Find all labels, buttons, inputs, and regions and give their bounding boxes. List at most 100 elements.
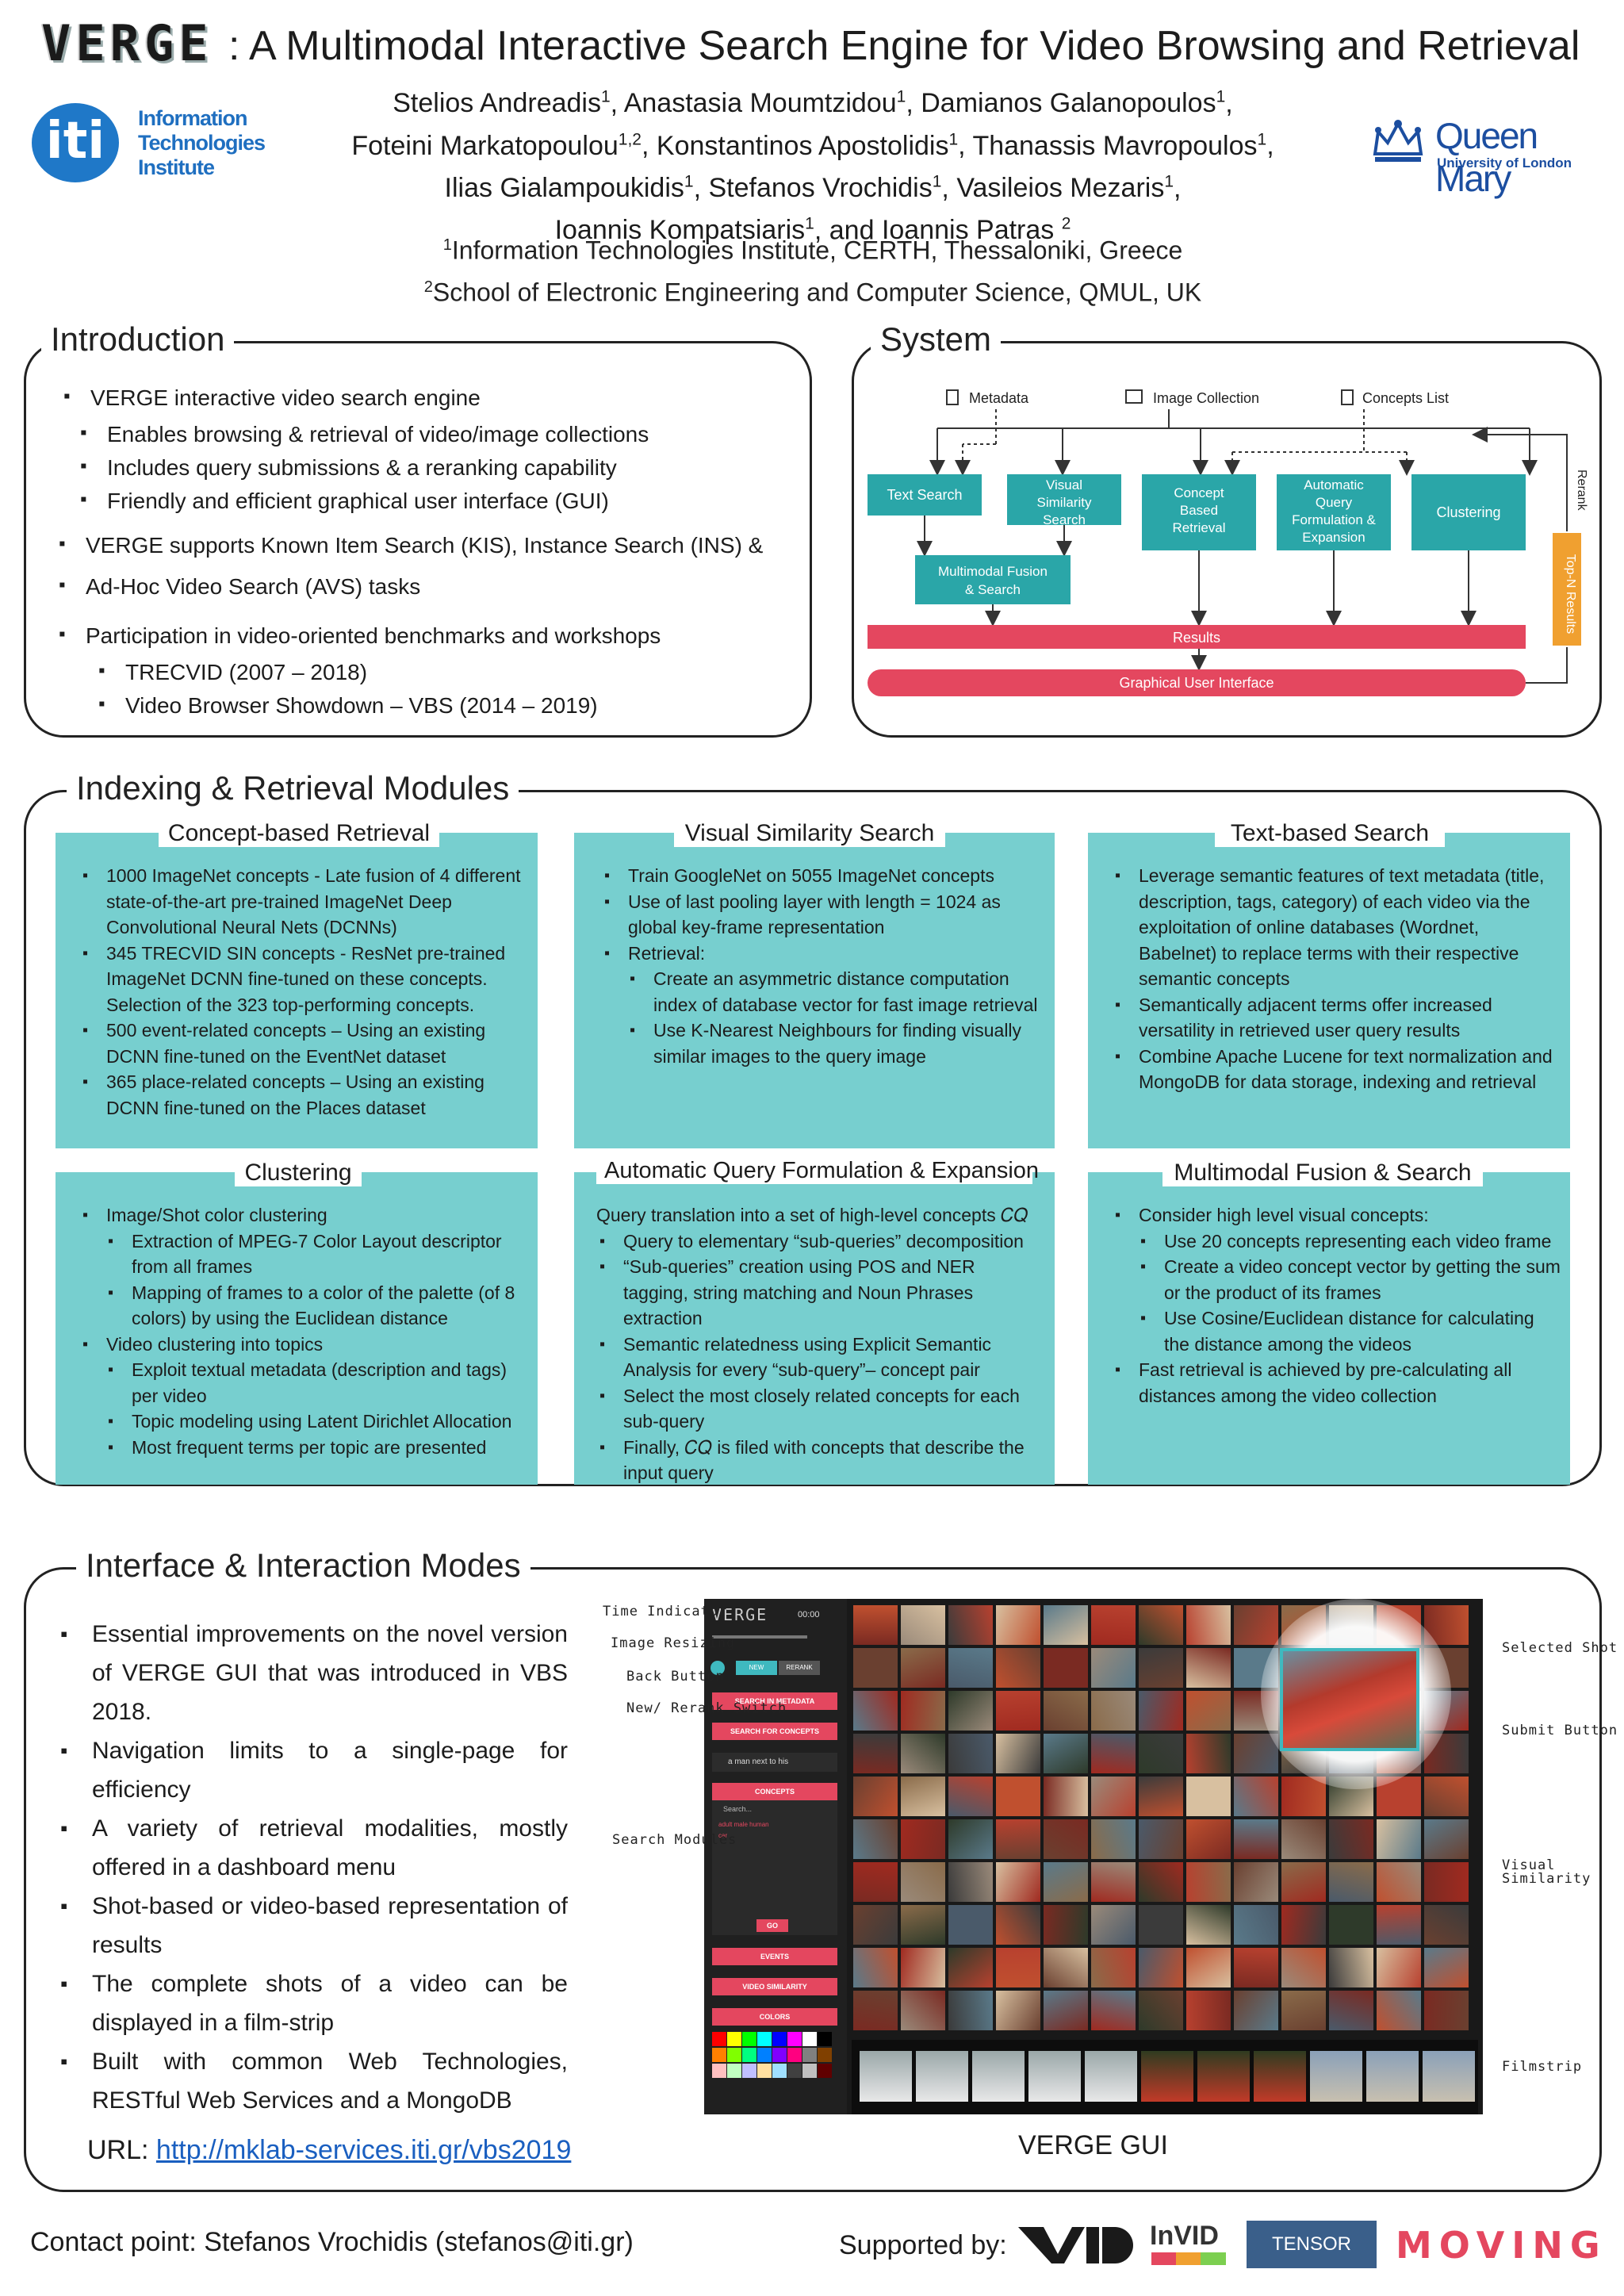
result-thumbnail[interactable] (901, 1777, 945, 1816)
gui-events-button[interactable]: EVENTS (712, 1948, 837, 1965)
color-swatch[interactable] (802, 2032, 817, 2046)
result-thumbnail[interactable] (1139, 1991, 1183, 2030)
result-thumbnail[interactable] (1377, 1991, 1421, 2030)
result-thumbnail[interactable] (1091, 1862, 1136, 1902)
result-thumbnail[interactable] (1234, 1777, 1278, 1816)
result-thumbnail[interactable] (996, 1691, 1040, 1731)
result-thumbnail[interactable] (1186, 1862, 1231, 1902)
result-thumbnail[interactable] (901, 1691, 945, 1731)
result-thumbnail[interactable] (1091, 1948, 1136, 1987)
selected-shot[interactable] (1280, 1648, 1419, 1751)
result-thumbnail[interactable] (853, 1605, 898, 1645)
result-thumbnail[interactable] (1281, 1819, 1326, 1859)
result-thumbnail[interactable] (1424, 1862, 1469, 1902)
result-thumbnail[interactable] (1281, 1905, 1326, 1945)
result-thumbnail[interactable] (1139, 1819, 1183, 1859)
gui-new-switch[interactable]: NEW (736, 1661, 777, 1675)
result-thumbnail[interactable] (1044, 1734, 1088, 1773)
gui-search-concepts-button[interactable]: SEARCH FOR CONCEPTS (712, 1723, 837, 1740)
result-thumbnail[interactable] (996, 1777, 1040, 1816)
gui-rerank-switch[interactable]: RERANK (779, 1661, 820, 1675)
result-thumbnail[interactable] (996, 1605, 1040, 1645)
result-thumbnail[interactable] (1091, 1991, 1136, 2030)
result-thumbnail[interactable] (1044, 1648, 1088, 1688)
result-thumbnail[interactable] (1091, 1734, 1136, 1773)
filmstrip-frame[interactable] (1366, 2051, 1419, 2102)
result-thumbnail[interactable] (1377, 1905, 1421, 1945)
gui-resize-slider[interactable] (712, 1635, 807, 1639)
result-thumbnail[interactable] (901, 1862, 945, 1902)
result-thumbnail[interactable] (1044, 1991, 1088, 2030)
result-thumbnail[interactable] (1044, 1905, 1088, 1945)
result-thumbnail[interactable] (1329, 1948, 1373, 1987)
result-thumbnail[interactable] (1281, 1991, 1326, 2030)
result-thumbnail[interactable] (901, 1905, 945, 1945)
result-thumbnail[interactable] (1186, 1777, 1231, 1816)
filmstrip-frame[interactable] (1310, 2051, 1362, 2102)
result-thumbnail[interactable] (1186, 1948, 1231, 1987)
result-thumbnail[interactable] (948, 1991, 993, 2030)
result-thumbnail[interactable] (853, 1948, 898, 1987)
result-thumbnail[interactable] (1234, 1991, 1278, 2030)
filmstrip-frame[interactable] (1423, 2051, 1475, 2102)
color-swatch[interactable] (818, 2032, 832, 2046)
result-thumbnail[interactable] (1234, 1605, 1278, 1645)
result-thumbnail[interactable] (948, 1648, 993, 1688)
color-swatch[interactable] (818, 2048, 832, 2062)
result-thumbnail[interactable] (901, 1605, 945, 1645)
result-thumbnail[interactable] (1329, 1991, 1373, 2030)
gui-color-palette[interactable] (712, 2032, 837, 2083)
filmstrip-frame[interactable] (1197, 2051, 1250, 2102)
result-thumbnail[interactable] (1186, 1905, 1231, 1945)
result-thumbnail[interactable] (853, 1734, 898, 1773)
result-thumbnail[interactable] (1377, 1819, 1421, 1859)
color-swatch[interactable] (787, 2048, 802, 2062)
project-url-link[interactable]: http://mklab-services.iti.gr/vbs2019 (155, 2135, 572, 2165)
result-thumbnail[interactable] (996, 1734, 1040, 1773)
result-thumbnail[interactable] (1139, 1862, 1183, 1902)
result-thumbnail[interactable] (1044, 1691, 1088, 1731)
result-thumbnail[interactable] (1234, 1819, 1278, 1859)
result-thumbnail[interactable] (1329, 1905, 1373, 1945)
color-swatch[interactable] (772, 2064, 787, 2078)
gui-concepts-button[interactable]: CONCEPTS (712, 1783, 837, 1800)
result-thumbnail[interactable] (901, 1819, 945, 1859)
result-thumbnail[interactable] (948, 1777, 993, 1816)
result-thumbnail[interactable] (948, 1734, 993, 1773)
result-thumbnail[interactable] (948, 1905, 993, 1945)
result-thumbnail[interactable] (1139, 1905, 1183, 1945)
result-thumbnail[interactable] (1281, 1862, 1326, 1902)
result-thumbnail[interactable] (1234, 1862, 1278, 1902)
gui-search-metadata-button[interactable]: SEARCH IN METADATA (712, 1692, 837, 1710)
result-thumbnail[interactable] (996, 1862, 1040, 1902)
result-thumbnail[interactable] (1139, 1948, 1183, 1987)
result-thumbnail[interactable] (1044, 1862, 1088, 1902)
result-thumbnail[interactable] (1139, 1605, 1183, 1645)
result-thumbnail[interactable] (1424, 1819, 1469, 1859)
color-swatch[interactable] (742, 2064, 756, 2078)
result-thumbnail[interactable] (948, 1691, 993, 1731)
result-thumbnail[interactable] (1186, 1605, 1231, 1645)
result-thumbnail[interactable] (996, 1948, 1040, 1987)
filmstrip-frame[interactable] (972, 2051, 1025, 2102)
result-thumbnail[interactable] (1281, 1777, 1326, 1816)
filmstrip-frame[interactable] (1141, 2051, 1193, 2102)
color-swatch[interactable] (772, 2048, 787, 2062)
gui-back-button[interactable] (710, 1661, 725, 1675)
color-swatch[interactable] (712, 2048, 726, 2062)
result-thumbnail[interactable] (1424, 1948, 1469, 1987)
result-thumbnail[interactable] (853, 1648, 898, 1688)
result-thumbnail[interactable] (948, 1862, 993, 1902)
result-thumbnail[interactable] (1186, 1819, 1231, 1859)
color-swatch[interactable] (712, 2064, 726, 2078)
filmstrip-frame[interactable] (860, 2051, 912, 2102)
result-thumbnail[interactable] (1186, 1734, 1231, 1773)
result-thumbnail[interactable] (1281, 1948, 1326, 1987)
result-thumbnail[interactable] (853, 1862, 898, 1902)
result-thumbnail[interactable] (853, 1819, 898, 1859)
color-swatch[interactable] (787, 2064, 802, 2078)
result-thumbnail[interactable] (1091, 1905, 1136, 1945)
result-thumbnail[interactable] (853, 1777, 898, 1816)
filmstrip-frame[interactable] (916, 2051, 968, 2102)
result-thumbnail[interactable] (1377, 1948, 1421, 1987)
